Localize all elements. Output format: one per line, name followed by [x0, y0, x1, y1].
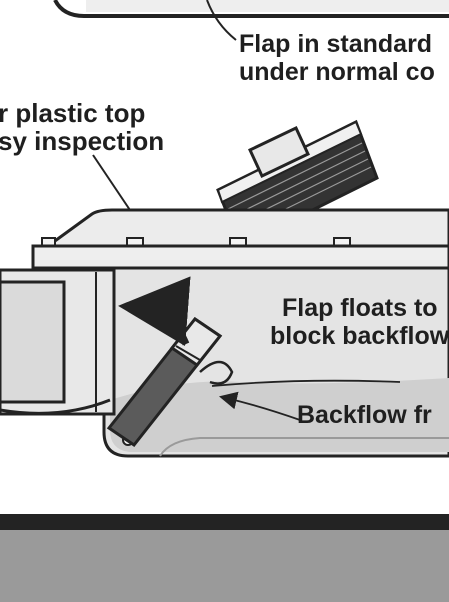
label-flap-standard-line2: under normal co — [239, 58, 435, 86]
backflow-arrow — [218, 391, 301, 421]
label-flap-standard: Flap in standard under normal co — [239, 32, 435, 85]
valve-housing-top — [43, 208, 449, 248]
label-flap-floats-line1: Flap floats to — [282, 294, 438, 322]
lid-plate — [31, 244, 449, 270]
label-flap-floats: Flap floats to block backflow — [270, 294, 449, 349]
previous-valve-fill — [86, 0, 449, 12]
bottom-gray-panel — [0, 530, 449, 602]
label-plastic-top-line2: sy inspection — [0, 126, 165, 156]
flap-movement-arrow — [118, 276, 191, 347]
label-flap-floats-line2: block backflow — [270, 322, 449, 350]
label-flap-standard-line1: Flap in standard — [239, 30, 433, 58]
previous-valve-edge — [53, 0, 449, 18]
label-plastic-top: r plastic top sy inspection — [0, 100, 164, 154]
valve-base — [159, 437, 449, 457]
inlet-pipe — [0, 268, 116, 416]
label-backflow: Backflow fr — [297, 403, 432, 428]
label-plastic-top-line1: r plastic top — [0, 98, 146, 128]
float-curl — [199, 360, 234, 385]
lid-clips — [41, 237, 351, 249]
bottom-dark-bar — [0, 514, 449, 530]
water — [110, 378, 449, 452]
flow-line-upper — [211, 379, 401, 387]
leader-line-flap-standard — [206, 0, 237, 41]
label-backflow-text: Backflow fr — [297, 401, 432, 429]
